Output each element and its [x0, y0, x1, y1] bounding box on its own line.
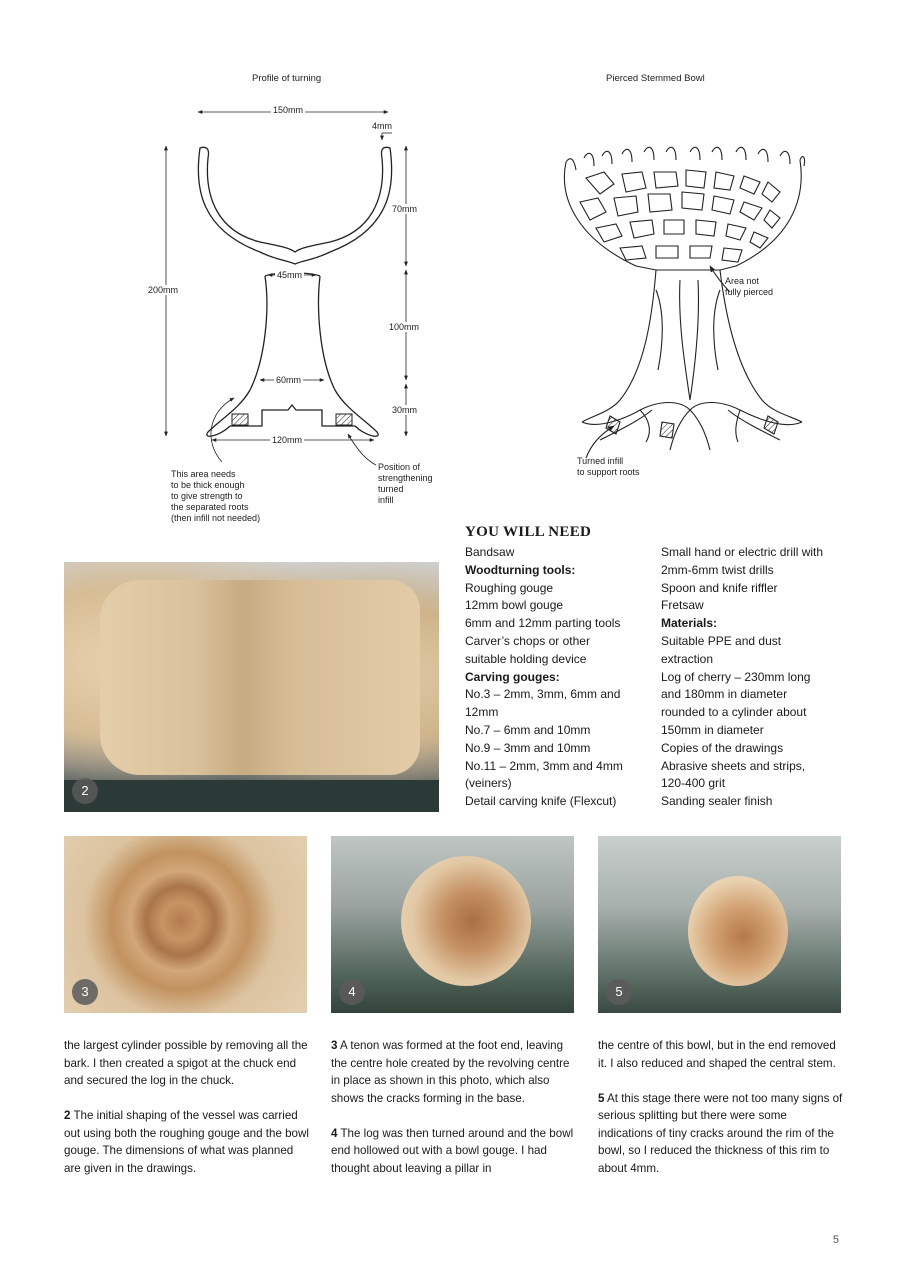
list-item: extraction [661, 651, 714, 666]
list-item: rounded to a cylinder about [661, 705, 807, 720]
list-item: Bandsaw [465, 545, 515, 559]
profile-drawing [164, 110, 408, 466]
list-heading: Materials: [661, 616, 718, 631]
pierced-bowl-caption: Pierced Stemmed Bowl [606, 73, 705, 84]
list-item: Copies of the drawings [661, 740, 784, 755]
list-item: No.3 – 2mm, 3mm, 6mm and [465, 687, 621, 702]
dim-70: 70mm [390, 204, 420, 214]
list-item: Log of cherry – 230mm long [661, 669, 811, 684]
photo-step-3: 3 [64, 836, 307, 1013]
annotation-not-pierced: Area not fully pierced [725, 276, 774, 297]
infill-left [231, 413, 249, 426]
trunk-outline [581, 269, 803, 423]
bowl-blank [688, 876, 788, 986]
photo-number-badge: 3 [72, 979, 98, 1005]
annotation-strengthening: Position of strengthening turned infill [378, 462, 433, 505]
body-column-3: the centre of this bowl, but in the end … [598, 1037, 843, 1195]
infill-right [335, 413, 353, 426]
list-item: Fretsaw [661, 598, 704, 613]
page-number: 5 [832, 1234, 839, 1246]
list-item: 2mm-6mm twist drills [661, 562, 774, 577]
stem-outline [206, 275, 268, 437]
you-will-need-title: YOU WILL NEED [465, 524, 592, 540]
step-number: 5 [598, 1091, 605, 1105]
list-item: Detail carving knife (Flexcut) [465, 794, 617, 809]
step-text: At this stage there were not too many si… [598, 1091, 843, 1175]
list-item: No.7 – 6mm and 10mm [465, 722, 591, 737]
step-number: 3 [331, 1039, 338, 1052]
body-column-2: 3 A tenon was formed at the foot end, le… [331, 1037, 576, 1195]
list-heading: Woodturning tools: [465, 562, 576, 577]
list-item: No.9 – 3mm and 10mm [465, 740, 591, 755]
photo-step-5: 5 [598, 836, 841, 1013]
paragraph: the centre of this bowl, but in the end … [598, 1039, 836, 1070]
step-text: A tenon was formed at the foot end, leav… [331, 1039, 570, 1105]
photo-step-2: 2 [64, 562, 439, 812]
profile-caption: Profile of turning [252, 73, 322, 84]
dim-60: 60mm [274, 375, 304, 385]
step-number: 4 [331, 1126, 338, 1140]
list-item: suitable holding device [465, 651, 587, 666]
list-item: Spoon and knife riffler [661, 580, 778, 595]
paragraph-step-3: 3 A tenon was formed at the foot end, le… [331, 1037, 576, 1107]
paragraph-step-5: 5 At this stage there were not too many … [598, 1090, 843, 1178]
dim-200: 200mm [146, 285, 181, 295]
list-item: and 180mm in diameter [661, 687, 788, 702]
photo-step-4: 4 [331, 836, 574, 1013]
list-item: 150mm in diameter [661, 722, 764, 737]
step-text: The initial shaping of the vessel was ca… [64, 1109, 309, 1175]
step-number: 2 [64, 1109, 71, 1122]
list-item: Sanding sealer finish [661, 794, 773, 809]
step-text: The log was then turned around and the b… [331, 1126, 574, 1175]
dim-4: 4mm [370, 121, 394, 131]
log-blank [100, 580, 420, 775]
list-item: 12mm [465, 705, 499, 720]
list-item: 12mm bowl gouge [465, 598, 564, 613]
photo-number-badge: 5 [606, 979, 632, 1005]
you-will-need-column-2: Small hand or electric drill with 2mm-6mm… [661, 544, 823, 811]
list-item: Abrasive sheets and strips, [661, 758, 806, 773]
dim-120: 120mm [270, 435, 305, 445]
bowl-blank [401, 856, 531, 986]
list-item: Small hand or electric drill with [661, 545, 824, 559]
paragraph-step-2: 2 The initial shaping of the vessel was … [64, 1107, 309, 1177]
vessel-profile-outline [197, 146, 393, 265]
dim-45: 45mm [275, 270, 305, 280]
photo-number-badge: 2 [72, 778, 98, 804]
dim-100: 100mm [387, 322, 422, 332]
dim-30: 30mm [390, 405, 420, 415]
list-item: 120-400 grit [661, 776, 726, 791]
base-outline [230, 403, 355, 427]
list-item: Roughing gouge [465, 580, 554, 595]
dim-150: 150mm [271, 105, 306, 115]
list-heading: Carving gouges: [465, 669, 560, 684]
list-item: (veiners) [465, 776, 512, 791]
list-item: 6mm and 12mm parting tools [465, 616, 621, 631]
body-column-1: the largest cylinder possible by removin… [64, 1037, 309, 1195]
list-item: No.11 – 2mm, 3mm and 4mm [465, 758, 623, 773]
annotation-turned-infill: Turned infill to support roots [577, 456, 640, 477]
lathe-bed [64, 780, 439, 812]
list-item: Carver’s chops or other [465, 633, 590, 648]
pierced-bowl-drawing [563, 146, 806, 459]
photo-number-badge: 4 [339, 979, 365, 1005]
paragraph-step-4: 4 The log was then turned around and the… [331, 1125, 576, 1178]
annotation-thick-area: This area needs to be thick enough to gi… [171, 469, 261, 523]
list-item: Suitable PPE and dust [661, 633, 782, 648]
paragraph: the largest cylinder possible by removin… [64, 1039, 308, 1087]
